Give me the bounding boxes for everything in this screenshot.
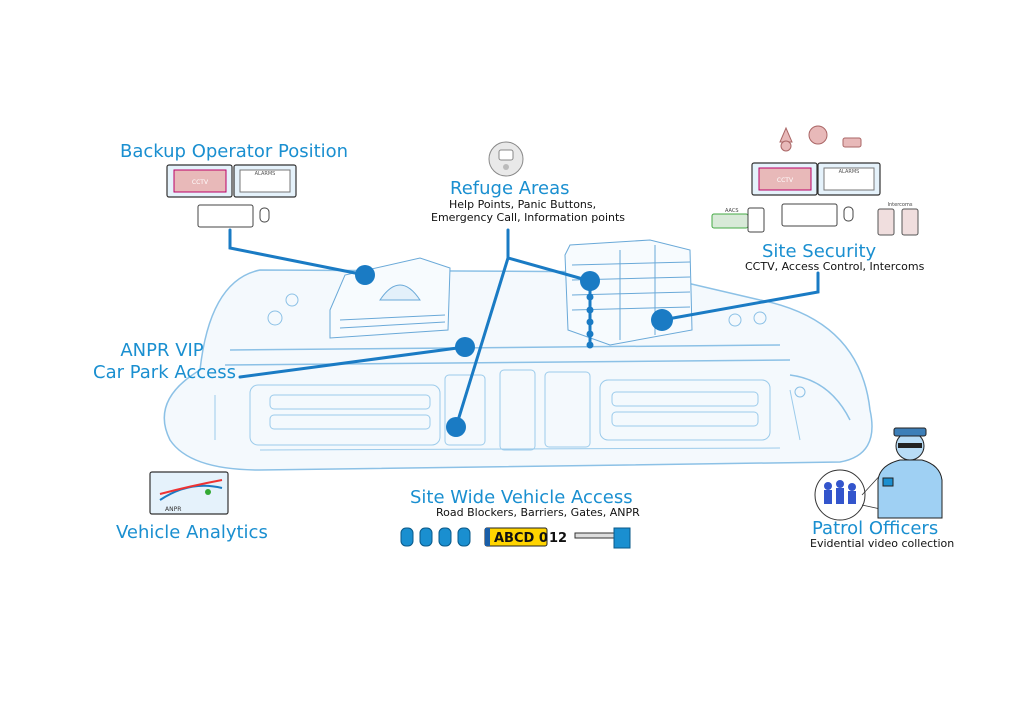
label-vehicle-analytics: Vehicle Analytics xyxy=(116,522,268,543)
svg-text:ANPR: ANPR xyxy=(165,506,181,513)
svg-text:CCTV: CCTV xyxy=(777,177,794,184)
svg-text:ALARMS: ALARMS xyxy=(839,169,860,175)
site-wide-sub: Road Blockers, Barriers, Gates, ANPR xyxy=(436,506,640,519)
svg-text:CCTV: CCTV xyxy=(192,179,209,186)
label-site-security: Site Security xyxy=(762,241,877,262)
workstation-backup-icon: CCTV ALARMS xyxy=(166,164,297,228)
svg-text:12: 12 xyxy=(549,531,567,546)
label-car-park-access: Car Park Access xyxy=(93,362,236,383)
refuge-areas-line2: Emergency Call, Information points xyxy=(431,211,626,224)
vehicle-analytics-icon: ANPR xyxy=(149,471,229,515)
svg-text:ALARMS: ALARMS xyxy=(255,171,276,177)
label-site-wide-vehicle-access: Site Wide Vehicle Access xyxy=(410,487,633,508)
access-control-icon: AACS xyxy=(711,207,765,233)
svg-text:ABCD 0: ABCD 0 xyxy=(494,531,548,546)
barrier-icon xyxy=(574,527,631,549)
dot-site-security xyxy=(651,309,673,331)
road-blocker-icons xyxy=(400,527,471,547)
patrol-officer-icon xyxy=(814,427,943,521)
camera-icons xyxy=(779,125,862,152)
car-park xyxy=(214,369,801,451)
dot-anpr xyxy=(455,337,475,357)
dot-refuge xyxy=(580,271,600,291)
trees xyxy=(267,293,806,398)
site-security-sub: CCTV, Access Control, Intercoms xyxy=(745,260,925,273)
dot-backup-operator xyxy=(355,265,375,285)
building-right xyxy=(564,239,693,346)
number-plate-icon: ABCD 0 12 xyxy=(484,527,567,547)
workstation-security-icon: CCTV ALARMS xyxy=(751,162,881,227)
dot-refuge-carpark xyxy=(446,417,466,437)
svg-text:Intercoms: Intercoms xyxy=(888,202,913,208)
label-refuge-areas: Refuge Areas xyxy=(450,178,570,199)
help-point-icon xyxy=(488,141,524,177)
label-patrol-officers: Patrol Officers xyxy=(812,518,939,539)
label-backup-operator: Backup Operator Position xyxy=(120,141,349,162)
intercom-icons: Intercoms xyxy=(877,202,919,236)
label-anpr-vip: ANPR VIP xyxy=(120,340,204,361)
svg-text:AACS: AACS xyxy=(725,208,739,214)
callout-dots xyxy=(355,265,673,437)
refuge-areas-line1: Help Points, Panic Buttons, xyxy=(449,198,597,211)
patrol-officers-sub: Evidential video collection xyxy=(810,537,955,550)
